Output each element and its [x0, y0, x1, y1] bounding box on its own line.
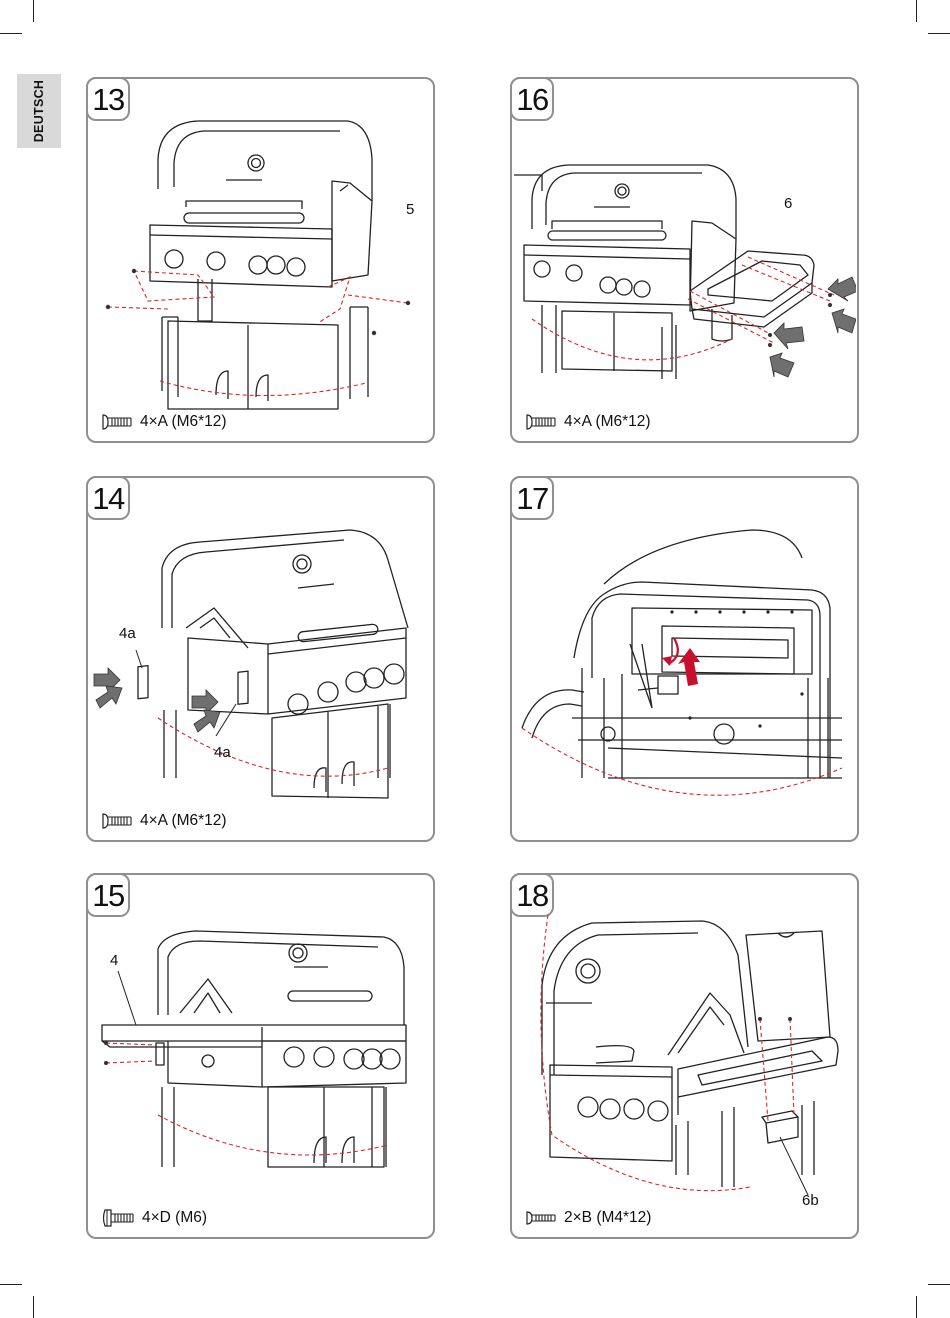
- step-15-illustration: [88, 875, 432, 1236]
- crop-mark: [916, 1296, 917, 1318]
- step-18-illustration: [512, 875, 856, 1236]
- hardware-note: 4×A (M6*12): [526, 413, 651, 431]
- step-16-panel: 16: [510, 77, 859, 443]
- crop-mark: [928, 1284, 950, 1285]
- crop-mark: [33, 1296, 34, 1318]
- bolt-icon: [526, 414, 556, 430]
- hardware-text: 4×A (M6*12): [140, 413, 227, 431]
- crop-mark: [928, 33, 950, 34]
- step-14-panel: 14: [86, 476, 435, 842]
- step-17-illustration: [512, 478, 856, 839]
- part-label: 4a: [119, 626, 136, 641]
- hardware-text: 2×B (M4*12): [564, 1209, 651, 1227]
- hardware-note: 2×B (M4*12): [526, 1209, 651, 1227]
- step-18-panel: 18: [510, 873, 859, 1239]
- push-arrow-icon: [770, 277, 856, 377]
- bolt-icon: [102, 813, 132, 829]
- part-label: 6: [784, 196, 792, 211]
- step-13-illustration: [88, 79, 432, 440]
- bolt-icon: [526, 1211, 556, 1225]
- hardware-note: 4×D (M6): [102, 1209, 207, 1227]
- hardware-text: 4×A (M6*12): [564, 413, 651, 431]
- crop-mark: [0, 1284, 22, 1285]
- part-label: 4a: [214, 745, 231, 760]
- language-tab-label: DEUTSCH: [32, 80, 46, 143]
- bolt-icon: [102, 414, 132, 430]
- bolt-icon: [102, 1209, 134, 1227]
- crop-mark: [916, 0, 917, 22]
- push-arrow-icon: [678, 648, 700, 686]
- step-17-panel: 17: [510, 476, 859, 842]
- part-label: 5: [406, 202, 414, 217]
- step-14-illustration: [88, 478, 432, 839]
- hardware-note: 4×A (M6*12): [102, 812, 227, 830]
- language-tab: DEUTSCH: [17, 74, 61, 148]
- hardware-text: 4×D (M6): [142, 1209, 207, 1227]
- crop-mark: [0, 33, 22, 34]
- crop-mark: [33, 0, 34, 22]
- step-15-panel: 15: [86, 873, 435, 1239]
- step-16-illustration: [512, 79, 856, 440]
- step-13-panel: 13: [86, 77, 435, 443]
- part-label: 6b: [802, 1193, 819, 1208]
- part-label: 4: [110, 953, 118, 968]
- hardware-text: 4×A (M6*12): [140, 812, 227, 830]
- push-arrow-icon: [94, 668, 220, 732]
- hardware-note: 4×A (M6*12): [102, 413, 227, 431]
